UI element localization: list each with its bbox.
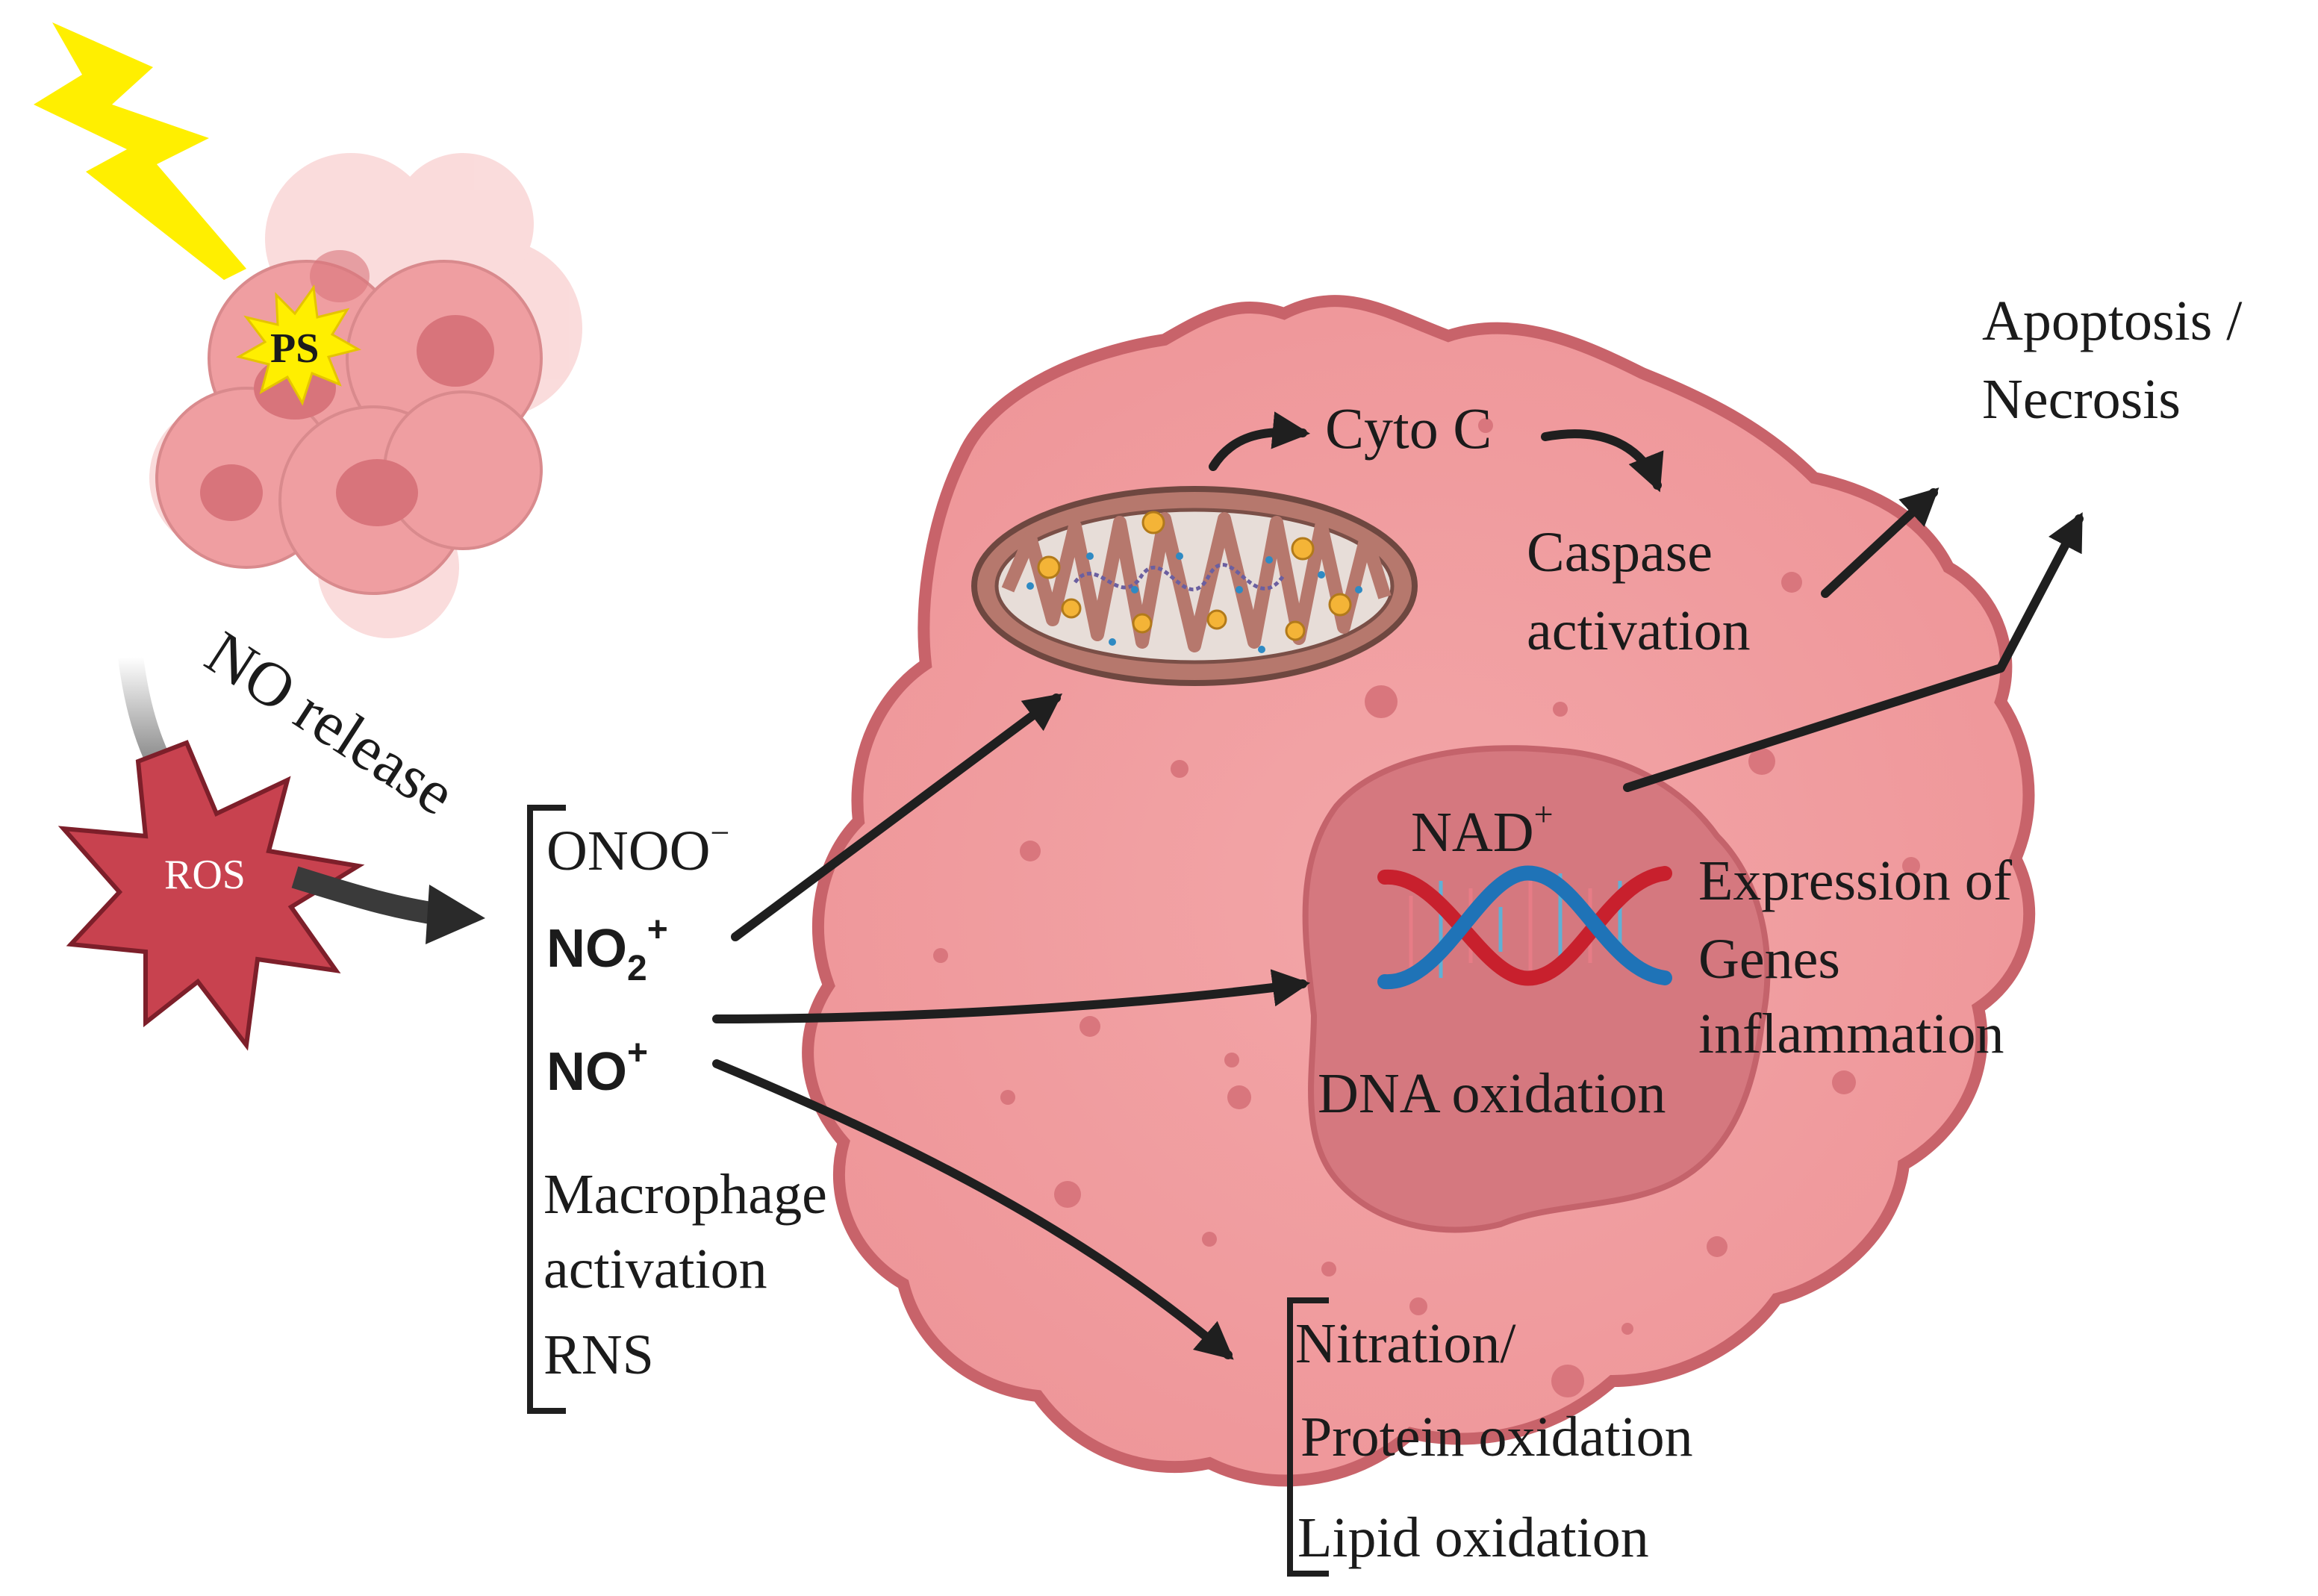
- ps-starburst-icon: [236, 284, 361, 406]
- species-bracket: [527, 805, 566, 1414]
- genes-label-line1: Expression of: [1698, 850, 2013, 912]
- apoptosis-label-line2: Necrosis: [1982, 368, 2181, 431]
- tumor-cells-icon: [149, 153, 582, 638]
- oxidation-bracket: [1287, 1297, 1329, 1577]
- macrophage-label-line1: Macrophage: [543, 1163, 827, 1226]
- no-to-nitration-arrow: [712, 1059, 1234, 1360]
- lightning-icon: [34, 22, 246, 280]
- caspase-label-line1: Caspase: [1527, 521, 1713, 584]
- cyto-c-label: Cyto C: [1325, 396, 1492, 461]
- ros-label: ROS: [164, 852, 246, 898]
- onoo-label: ONOO−: [546, 814, 730, 882]
- mitochondrion-icon: [971, 486, 1418, 686]
- caspase-to-apoptosis-arrow: [1821, 487, 1940, 598]
- ros-starburst-icon: [57, 740, 365, 1051]
- no-release-label: NO release: [194, 618, 467, 829]
- no-to-nucleus-arrow: [712, 969, 1310, 1023]
- lipid-oxidation-label: Lipid oxidation: [1297, 1506, 1649, 1569]
- nad-label: NAD+: [1411, 795, 1554, 864]
- ps-label: PS: [270, 325, 319, 372]
- cytoc-to-caspase-arrow: [1541, 429, 1664, 493]
- rns-label: RNS: [543, 1324, 654, 1386]
- dna-oxidation-label: DNA oxidation: [1318, 1062, 1666, 1125]
- macrophage-label-line2: activation: [543, 1238, 767, 1300]
- no2-to-mitochondrion-arrow: [731, 693, 1063, 941]
- mito-to-cytoc-arrow: [1209, 411, 1311, 471]
- caspase-label-line2: activation: [1527, 599, 1751, 662]
- ros-arrow: [291, 866, 485, 944]
- nitration-label: Nitration/: [1295, 1312, 1516, 1375]
- nucleus-to-apoptosis-arrow: [1623, 512, 2084, 792]
- genes-label-line2: Genes: [1698, 928, 1840, 991]
- no-plus-label: NO+: [546, 1033, 648, 1102]
- apoptosis-label-line1: Apoptosis /: [1982, 290, 2243, 352]
- nucleus: [1302, 745, 1771, 1233]
- protein-oxidation-label: Protein oxidation: [1300, 1406, 1693, 1468]
- dna-helix-icon: [1377, 865, 1672, 990]
- no2-label: NO2+: [546, 910, 668, 988]
- genes-label-line3: inflammation: [1698, 1003, 2004, 1065]
